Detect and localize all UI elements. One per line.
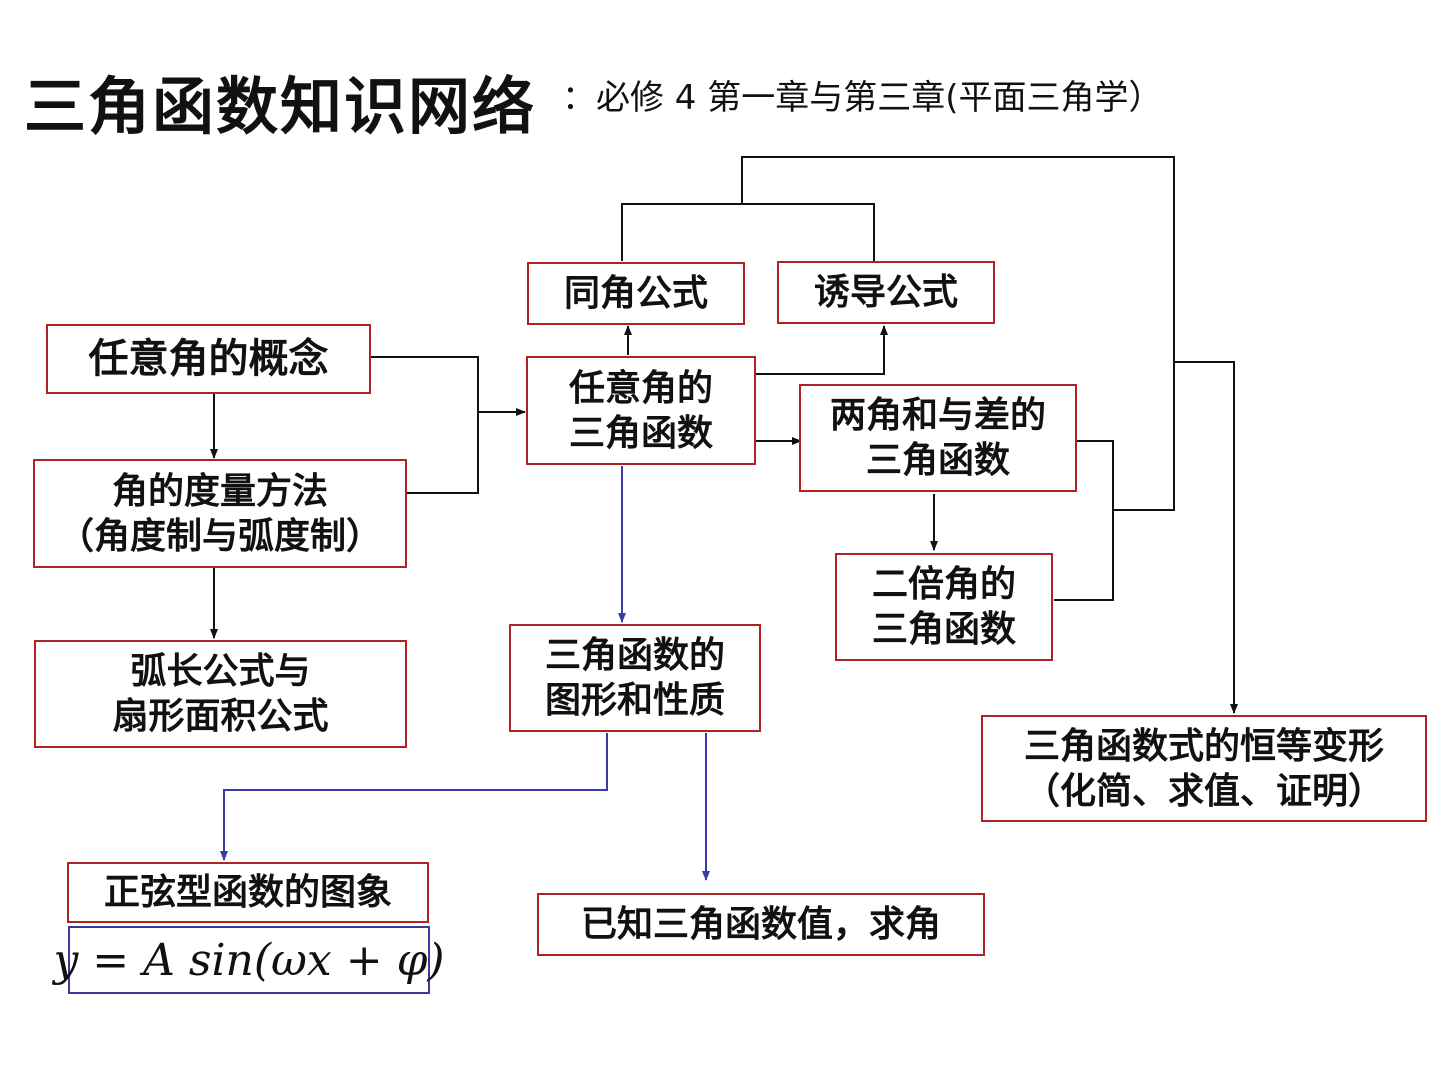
node-sine-graph-label: 正弦型函数的图象 — [103, 872, 392, 913]
node-identity-line-2: （化简、求值、证明） — [1023, 770, 1384, 812]
node-induction-label: 诱导公式 — [813, 272, 958, 313]
page-subtitle: ：必修 4 第一章与第三章(平面三角学） — [562, 78, 1163, 118]
node-graph: 三角函数的 图形和性质 — [509, 624, 761, 732]
node-graph-line-1: 三角函数的 — [544, 635, 725, 676]
node-concept-label: 任意角的概念 — [88, 336, 329, 382]
connector-concept-to-trig — [371, 356, 479, 412]
node-arc-line-1: 弧长公式与 — [130, 651, 311, 692]
node-arc: 弧长公式与 扇形面积公式 — [34, 640, 407, 748]
connector-sum-diff-right — [1054, 440, 1114, 601]
node-graph-line-2: 图形和性质 — [544, 680, 725, 721]
sine-formula: y = A sin(ωx + φ) — [53, 926, 445, 994]
node-trig: 任意角的 三角函数 — [526, 356, 756, 465]
node-double: 二倍角的 三角函数 — [835, 553, 1053, 661]
node-measure: 角的度量方法 （角度制与弧度制） — [33, 459, 407, 568]
node-inverse: 已知三角函数值，求角 — [537, 893, 985, 956]
node-identity-line-1: 三角函数式的恒等变形 — [1023, 725, 1384, 767]
node-sum-diff: 两角和与差的 三角函数 — [799, 384, 1077, 492]
node-inverse-label: 已知三角函数值，求角 — [580, 904, 941, 945]
arrow-graph-to-sine — [220, 733, 608, 861]
node-measure-line-1: 角的度量方法 — [111, 470, 328, 512]
node-trig-line-2: 三角函数 — [568, 412, 713, 454]
node-concept: 任意角的概念 — [46, 324, 371, 394]
node-sum-diff-line-1: 两角和与差的 — [829, 395, 1046, 436]
node-sum-diff-line-2: 三角函数 — [865, 440, 1010, 481]
node-same-angle: 同角公式 — [527, 262, 745, 325]
node-double-line-1: 二倍角的 — [871, 564, 1016, 605]
node-sine-graph: 正弦型函数的图象 — [67, 862, 429, 923]
arrow-trig-to-induction — [756, 325, 888, 375]
node-arc-line-2: 扇形面积公式 — [112, 696, 329, 737]
connector-measure-to-trig — [407, 412, 479, 494]
page-title: 三角函数知识网络 — [24, 70, 537, 143]
node-identity: 三角函数式的恒等变形 （化简、求值、证明） — [981, 715, 1427, 822]
node-measure-line-2: （角度制与弧度制） — [57, 515, 382, 557]
connector-formulas-top — [621, 203, 875, 261]
connector-top-loop — [741, 156, 1175, 511]
node-same-angle-label: 同角公式 — [563, 273, 708, 314]
arrow-to-identity — [1174, 361, 1238, 714]
node-induction: 诱导公式 — [777, 261, 995, 324]
node-double-line-2: 三角函数 — [871, 609, 1016, 650]
node-trig-line-1: 任意角的 — [568, 367, 713, 409]
